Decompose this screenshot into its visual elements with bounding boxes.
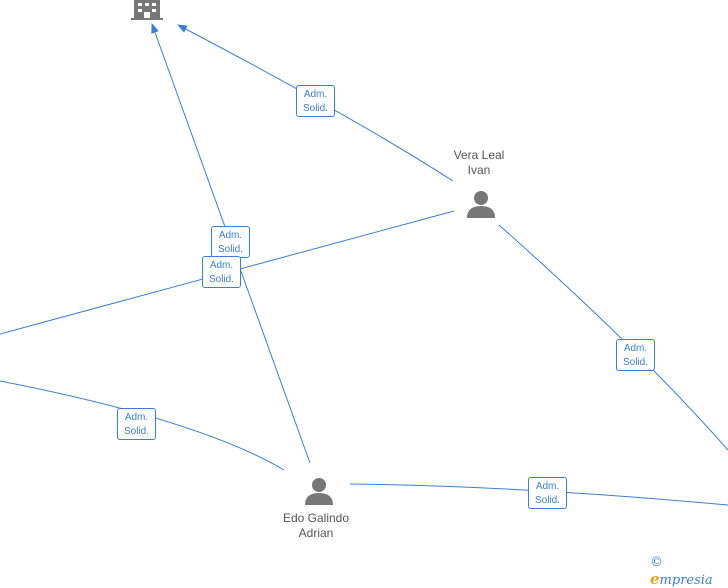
copyright-icon: © [650,555,663,570]
edge-label[interactable]: Adm. Solid. [202,256,241,288]
edge-label[interactable]: Adm. Solid. [616,339,655,371]
edge-label-line1: Adm. [124,412,149,423]
brand-initial: e [650,570,660,588]
brand-logo: © empresia [650,555,728,588]
edge-label-line1: Adm. [218,230,243,241]
brand-rest: mpresia [659,573,713,588]
edge-vera-leal-to-right [498,224,728,451]
building-icon [131,0,163,20]
edge-label-line1: Adm. [303,89,328,100]
node-name-line1: Vera Leal [453,148,505,162]
edge-label-line1: Adm. [209,260,234,271]
person-icon[interactable] [304,477,334,505]
edge-label-line2: Solid. [123,426,149,437]
edge-label-line2: Solid. [208,274,234,285]
edge-left-to-edo-galindo [0,380,285,471]
edge-label[interactable]: Adm. Solid. [296,85,335,117]
edge-label-line1: Adm. [535,481,560,492]
edge-label[interactable]: Adm. Solid. [117,408,156,440]
node-name-line1: Edo Galindo [282,511,350,525]
edge-label[interactable]: Adm. Solid. [211,226,250,258]
edge-label[interactable]: Adm. Solid. [528,477,567,509]
relationship-graph [0,23,728,506]
edge-label-line2: Solid. [622,357,648,368]
edge-label-line2: Solid. [302,103,328,114]
node-name-line2: Ivan [467,163,491,177]
edge-label-line1: Adm. [623,343,648,354]
node-name-line2: Adrian [298,526,334,540]
edge-label-line2: Solid. [217,244,243,255]
edge-label-line2: Solid. [534,495,560,506]
person-icon[interactable] [466,190,496,218]
node-name-vera-leal: Vera Leal Ivan [419,148,539,178]
node-name-edo-galindo: Edo Galindo Adrian [256,511,376,541]
